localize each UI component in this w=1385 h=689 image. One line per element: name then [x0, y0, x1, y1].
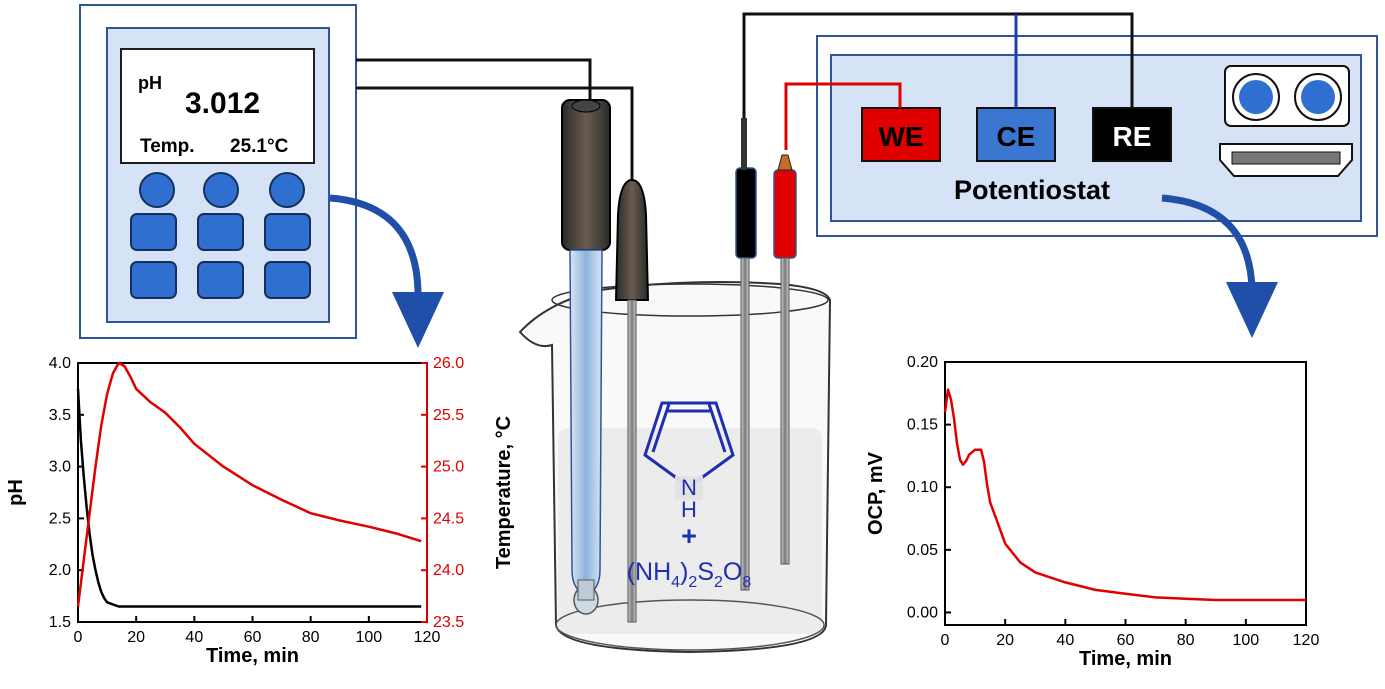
ce-label: CE — [997, 121, 1036, 152]
x-tick-label: 80 — [302, 629, 320, 646]
x-tick-label: 100 — [355, 629, 382, 646]
data-port-pins — [1231, 151, 1341, 165]
meter-key-button[interactable] — [264, 213, 311, 251]
x-tick-label: 120 — [414, 629, 441, 646]
ph-glass-probe — [569, 249, 603, 596]
potentiostat-title: Potentiostat — [954, 175, 1110, 205]
solution — [558, 428, 822, 634]
series-line — [76, 361, 422, 607]
y-tick-label: 1.5 — [49, 614, 71, 631]
reference-electrode-neck — [741, 118, 747, 170]
x-axis-label: Time, min — [1079, 648, 1172, 670]
x-tick-label: 0 — [74, 629, 83, 646]
y-tick-label: 4.0 — [49, 355, 71, 372]
ph-glass-probe-cap — [561, 99, 611, 251]
y2-tick-label: 24.0 — [433, 562, 464, 579]
y-axis-label: pH — [5, 479, 27, 506]
ph-meter-cable — [356, 86, 634, 182]
working-electrode-handle — [773, 169, 797, 259]
x-tick-label: 80 — [1177, 632, 1195, 649]
pyrrole-h-label: H — [681, 497, 697, 522]
x-tick-label: 120 — [1293, 632, 1320, 649]
re-label: RE — [1113, 121, 1152, 152]
y-tick-label: 0.05 — [907, 542, 938, 559]
plot-frame — [944, 361, 1307, 626]
x-tick-label: 60 — [1117, 632, 1135, 649]
meter-key-button[interactable] — [197, 213, 244, 251]
y2-axis-label: Temperature, °C — [493, 416, 515, 569]
plot-frame — [77, 362, 428, 623]
meter-key-button[interactable] — [130, 213, 177, 251]
beaker-base — [555, 599, 825, 651]
reference-electrode-rod — [740, 257, 750, 591]
meter-key-button[interactable] — [197, 261, 244, 299]
ph-meter: pH 3.012 Temp. 25.1°C — [79, 4, 357, 339]
working-electrode-rod — [780, 257, 790, 565]
y-tick-label: 2.0 — [49, 562, 71, 579]
series-line — [943, 388, 1306, 602]
series-line — [76, 388, 422, 608]
x-tick-label: 20 — [127, 629, 145, 646]
y-tick-label: 0.10 — [907, 479, 938, 496]
ph-meter-display — [120, 48, 315, 164]
x-axis-label: Time, min — [206, 645, 299, 667]
y-axis-label: OCP, mV — [865, 451, 887, 535]
x-tick-label: 100 — [1232, 632, 1259, 649]
x-tick-label: 40 — [185, 629, 203, 646]
ph-temperature-chart: 0 20 40 60 80 100 120 1.5 2.0 2.5 3.0 3.5 4.0 23.5 24.… — [5, 355, 515, 667]
connector-knob-face — [1301, 80, 1335, 114]
connector-knob-face — [1239, 80, 1273, 114]
temp-value: 25.1°C — [230, 136, 289, 157]
ph-label: pH — [138, 73, 162, 93]
pyrrole-structure: N H — [643, 401, 735, 522]
oxidant-formula: (NH4)2S2O8 — [627, 558, 752, 591]
meter-round-button[interactable] — [139, 172, 175, 208]
y-tick-label: 3.5 — [49, 407, 71, 424]
re-cable — [742, 12, 1134, 118]
x-tick-label: 40 — [1056, 632, 1074, 649]
ph-value: 3.012 — [185, 87, 260, 120]
meter-round-button[interactable] — [203, 172, 239, 208]
meter-round-button[interactable] — [269, 172, 305, 208]
meter-key-button[interactable] — [264, 261, 311, 299]
temperature-probe-rod — [627, 299, 637, 623]
beaker-rim — [551, 283, 829, 317]
x-tick-label: 60 — [244, 629, 262, 646]
y-tick-label: 0.00 — [907, 604, 938, 621]
y-tick-label: 3.0 — [49, 459, 71, 476]
beaker: N H + (NH4)2S2O8 — [518, 99, 832, 654]
ph-meter-cable — [356, 58, 592, 100]
temperature-probe-handle — [614, 178, 650, 301]
y2-tick-label: 24.5 — [433, 510, 464, 527]
potentiostat: WE CE RE Potentiostat — [816, 35, 1378, 237]
y-tick-label: 2.5 — [49, 510, 71, 527]
x-tick-label: 0 — [941, 632, 950, 649]
ph-glass-probe-top — [571, 99, 601, 113]
x-tick-label: 20 — [996, 632, 1014, 649]
y2-tick-label: 26.0 — [433, 355, 464, 372]
plus-sign: + — [681, 521, 697, 551]
temp-label: Temp. — [140, 136, 195, 157]
arrow-to-ph-chart — [329, 194, 444, 348]
we-port[interactable] — [861, 107, 941, 162]
re-port[interactable] — [1092, 107, 1172, 162]
y2-tick-label: 25.5 — [433, 407, 464, 424]
we-cable — [784, 82, 902, 150]
arrow-to-ocp-chart — [1161, 194, 1278, 338]
working-electrode-tip — [777, 154, 793, 171]
y-tick-label: 0.15 — [907, 417, 938, 434]
ph-glass-bulb-tip — [577, 579, 595, 601]
reference-electrode-handle — [735, 167, 757, 259]
y2-tick-label: 23.5 — [433, 614, 464, 631]
pyrrole-n-label: N — [681, 475, 697, 500]
y-tick-label: 0.20 — [907, 354, 938, 371]
ocp-chart: 0 20 40 60 80 100 120 0.00 0.05 0.10 0.15 0.20Time,… — [865, 354, 1319, 670]
y2-tick-label: 25.0 — [433, 459, 464, 476]
ce-port[interactable] — [976, 107, 1056, 162]
meter-key-button[interactable] — [130, 261, 177, 299]
we-label: WE — [878, 121, 923, 152]
